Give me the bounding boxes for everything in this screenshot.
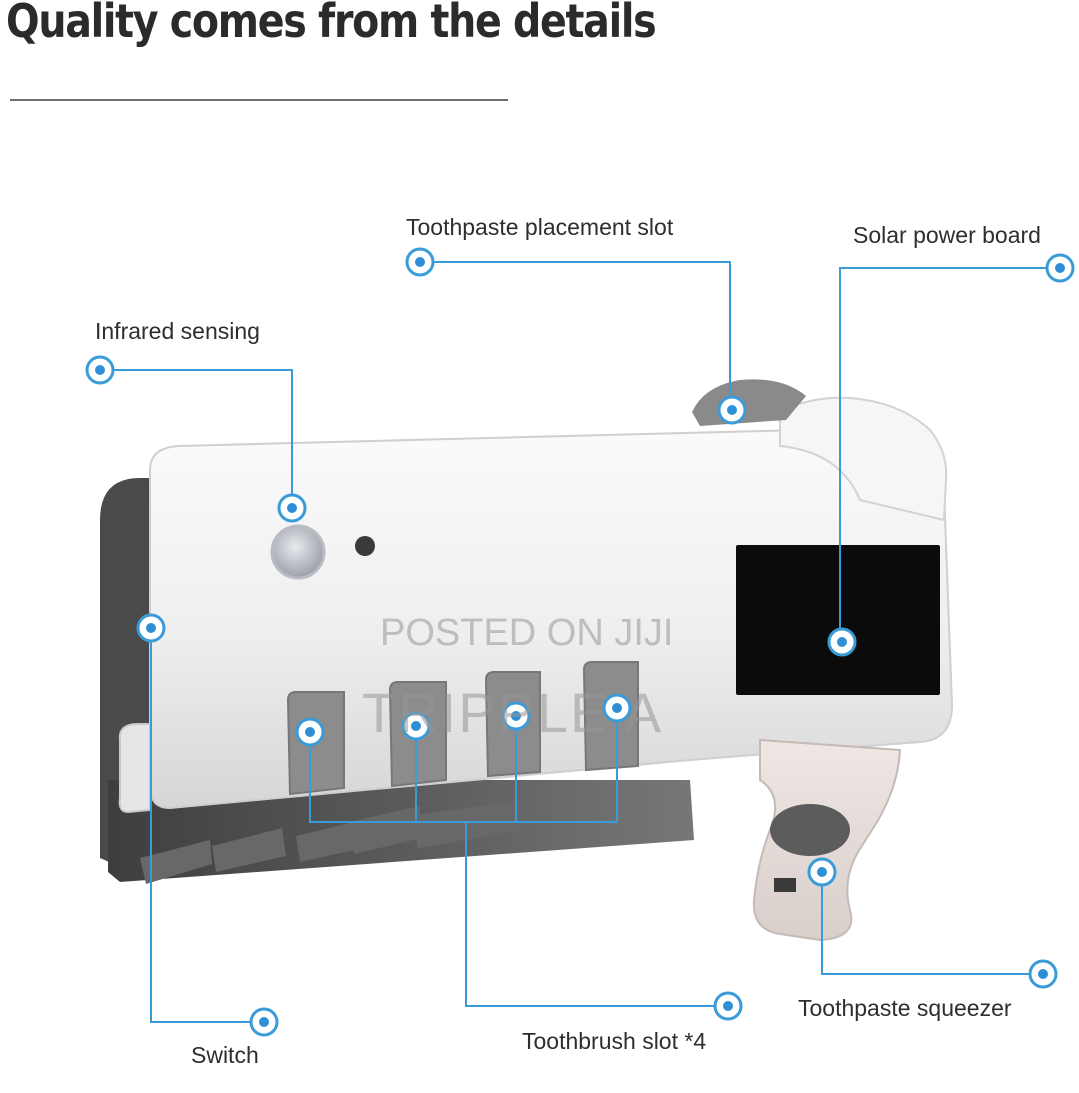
callout-markers xyxy=(85,247,1075,1037)
marker-infrared-label xyxy=(85,355,115,385)
watermark-line-1: POSTED ON JIJI xyxy=(380,612,674,654)
squeezer-tab xyxy=(774,878,796,892)
label-toothbrush-slot: Toothbrush slot *4 xyxy=(522,1028,707,1054)
top-cap xyxy=(779,396,948,522)
squeezer-opening xyxy=(770,804,850,856)
leader-switch xyxy=(150,628,264,1023)
marker-slot-3 xyxy=(501,701,531,731)
cup-hook xyxy=(118,723,151,814)
callout-leaders xyxy=(100,261,1059,1023)
marker-toothpaste-slot-label xyxy=(405,247,435,277)
marker-switch-target xyxy=(136,613,166,643)
leader-toothbrush-slot xyxy=(309,708,727,1007)
label-toothpaste-slot: Toothpaste placement slot xyxy=(406,214,674,240)
marker-solar-label xyxy=(1045,253,1075,283)
leader-toothpaste-slot xyxy=(420,261,731,408)
label-switch: Switch xyxy=(191,1042,259,1068)
solar-panel xyxy=(736,545,940,695)
dispenser-illustration xyxy=(100,379,954,942)
leader-squeezer xyxy=(821,872,1042,975)
marker-toothpaste-slot-target xyxy=(717,395,747,425)
marker-solar-target xyxy=(827,627,857,657)
label-solar-board: Solar power board xyxy=(853,222,1041,248)
marker-squeezer-label xyxy=(1028,959,1058,989)
label-infrared: Infrared sensing xyxy=(95,318,260,344)
infrared-sensor xyxy=(270,524,326,580)
marker-slot-4 xyxy=(602,693,632,723)
watermark-line-2: TRIPPLE A xyxy=(362,681,664,744)
label-squeezer: Toothpaste squeezer xyxy=(798,995,1012,1021)
page-title: Quality comes from the details xyxy=(6,0,657,48)
title-underline xyxy=(10,99,508,101)
marker-infrared-target xyxy=(277,493,307,523)
leader-infrared xyxy=(100,369,293,508)
marker-switch-label xyxy=(249,1007,279,1037)
marker-slot-2 xyxy=(401,711,431,741)
marker-slot-1 xyxy=(295,717,325,747)
indicator-led xyxy=(355,536,375,556)
marker-squeezer-target xyxy=(807,857,837,887)
leader-solar-board xyxy=(839,267,1059,642)
marker-toothbrush-label xyxy=(713,991,743,1021)
